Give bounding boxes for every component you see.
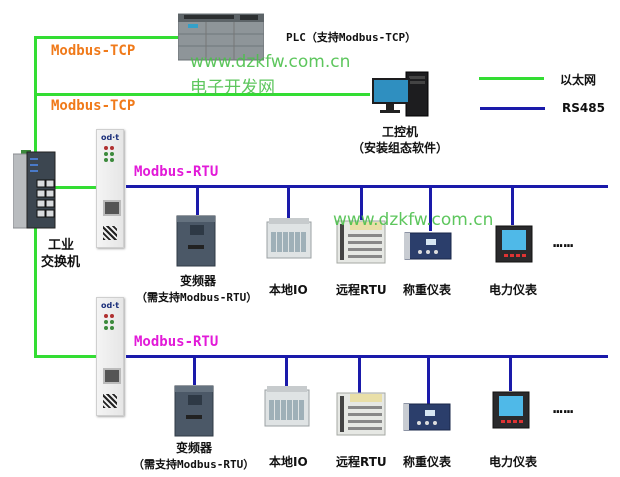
- ethernet-link-gateway2: [34, 355, 96, 358]
- ipc-label: 工控机: [382, 125, 419, 139]
- status-led-icon: [104, 320, 108, 324]
- bus-drop: [427, 355, 430, 405]
- plc-label: PLC（支持Modbus-TCP）: [286, 31, 417, 44]
- legend-swatch-rs485: [480, 107, 545, 110]
- ethernet-link-gateway1: [54, 186, 96, 189]
- ethernet-link-plc: [34, 36, 179, 39]
- bus-drop: [287, 185, 290, 219]
- device-label: 变频器: [176, 441, 213, 455]
- inverter-icon: [176, 215, 216, 267]
- ethernet-port-icon: [103, 200, 121, 216]
- gateway-brand-logo: od·t: [100, 133, 120, 142]
- status-led-icon: [110, 146, 114, 150]
- status-led-icon: [104, 152, 108, 156]
- device-label: 称重仪表: [403, 455, 452, 469]
- io-module-icon: [265, 218, 313, 262]
- protocol-label-tcp-2: Modbus-TCP: [51, 98, 136, 114]
- device-label: 电力仪表: [489, 455, 538, 469]
- status-led-icon: [104, 326, 108, 330]
- rs485-bus-line: [126, 355, 608, 358]
- ipc-sublabel: （安装组态软件）: [352, 141, 449, 155]
- device-label: 远程RTU: [336, 455, 387, 469]
- plc-icon: [177, 10, 265, 62]
- device-label: 称重仪表: [403, 283, 452, 297]
- watermark-site-name: 电子开发网: [190, 78, 275, 98]
- status-led-icon: [110, 314, 114, 318]
- legend-label-rs485: RS485: [562, 101, 605, 115]
- watermark-url-2: www.dzkfw.com.cn: [333, 210, 494, 230]
- status-led-icon: [110, 152, 114, 156]
- bus-drop: [193, 355, 196, 385]
- device-sublabel: （需支持Modbus-RTU）: [133, 458, 255, 471]
- remote-rtu-icon: [336, 392, 386, 436]
- status-led-icon: [104, 158, 108, 162]
- weighing-meter-icon: [403, 403, 451, 431]
- weighing-meter-icon: [404, 232, 452, 260]
- more-devices-ellipsis: ……: [553, 398, 575, 417]
- switch-label-line1: 工业: [48, 238, 75, 253]
- status-led-icon: [110, 326, 114, 330]
- device-sublabel: （需支持Modbus-RTU）: [136, 291, 258, 304]
- bus-drop: [358, 355, 361, 395]
- bus-drop: [360, 185, 363, 220]
- device-label: 本地IO: [269, 283, 308, 297]
- bus-drop: [196, 185, 199, 215]
- industrial-switch-icon: [12, 150, 57, 230]
- ethernet-link-ipc: [34, 93, 370, 96]
- qr-code-icon: [103, 394, 117, 408]
- remote-rtu-icon: [336, 220, 386, 264]
- legend-label-ethernet: 以太网: [560, 73, 597, 87]
- rs485-bus-line: [126, 185, 608, 188]
- more-devices-ellipsis: ……: [553, 232, 575, 251]
- device-label: 远程RTU: [336, 283, 387, 297]
- protocol-label-rtu-1: Modbus-RTU: [134, 164, 219, 180]
- device-label: 电力仪表: [489, 283, 538, 297]
- power-meter-icon: [495, 225, 533, 263]
- qr-code-icon: [103, 226, 117, 240]
- status-led-icon: [104, 146, 108, 150]
- io-module-icon: [263, 386, 311, 430]
- bus-drop: [509, 355, 512, 391]
- device-label: 变频器: [180, 274, 217, 288]
- industrial-pc-icon: [370, 70, 430, 118]
- bus-drop: [429, 185, 432, 231]
- watermark-url-1: www.dzkfw.com.cn: [190, 52, 351, 72]
- protocol-label-tcp-1: Modbus-TCP: [51, 43, 136, 59]
- inverter-icon: [174, 385, 214, 437]
- legend-swatch-ethernet: [479, 77, 544, 80]
- device-label: 本地IO: [269, 455, 308, 469]
- ethernet-port-icon: [103, 368, 121, 384]
- status-led-icon: [110, 158, 114, 162]
- bus-drop: [285, 355, 288, 387]
- status-led-icon: [104, 314, 108, 318]
- power-meter-icon: [492, 391, 530, 429]
- protocol-gateway-2: od·t: [96, 297, 124, 416]
- status-led-icon: [110, 320, 114, 324]
- bus-drop: [511, 185, 514, 225]
- protocol-gateway-1: od·t: [96, 129, 124, 248]
- gateway-brand-logo: od·t: [100, 301, 120, 310]
- switch-label-line2: 交换机: [41, 255, 81, 270]
- protocol-label-rtu-2: Modbus-RTU: [134, 334, 219, 350]
